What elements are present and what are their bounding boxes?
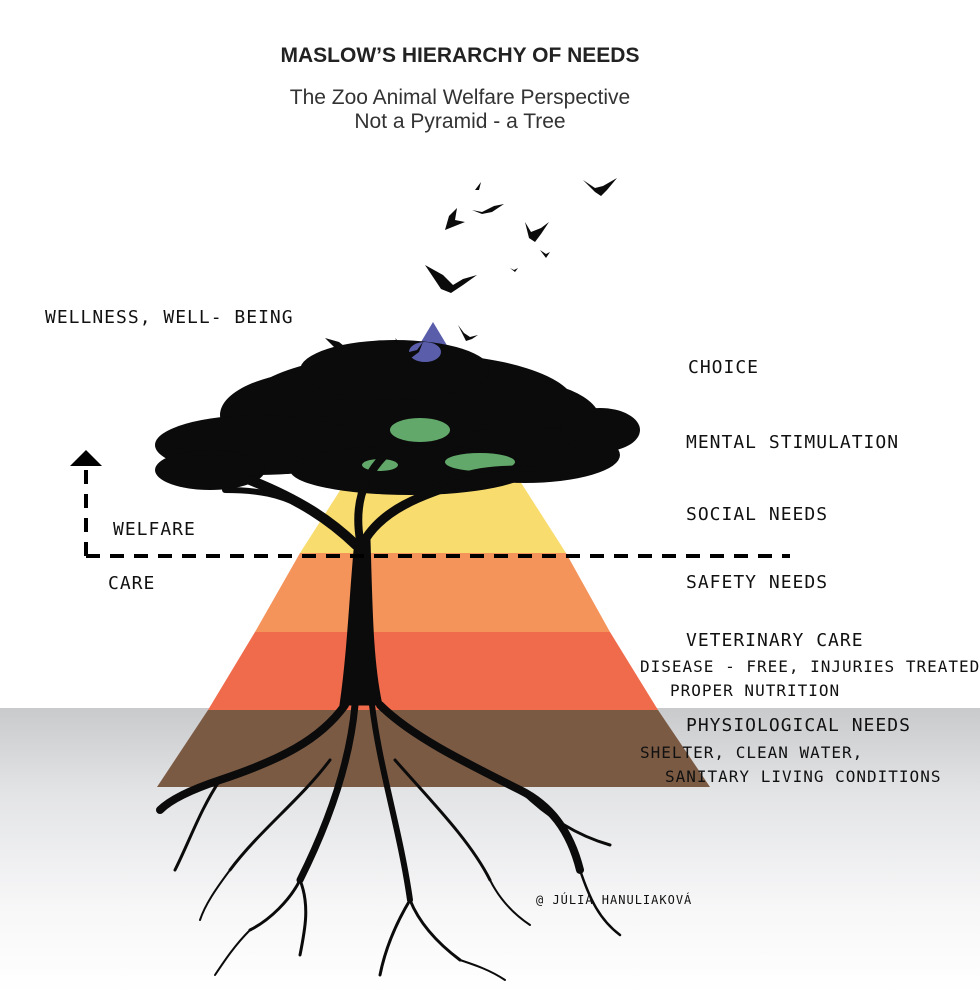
label-physiological-needs: PHYSIOLOGICAL NEEDS	[686, 715, 911, 736]
credit-text: @ JÚLIA HANULIAKOVÁ	[536, 893, 693, 907]
label-welfare: WELFARE	[113, 519, 196, 540]
label-vet-detail-1: DISEASE - FREE, INJURIES TREATED,	[640, 657, 980, 676]
diagram-subtitle-1: The Zoo Animal Welfare Perspective	[289, 86, 631, 109]
label-safety-needs: SAFETY NEEDS	[686, 572, 829, 593]
tree-trunk	[222, 451, 543, 706]
layer-safety-needs	[255, 553, 610, 632]
diagram-title: MASLOW’S HIERARCHY OF NEEDS	[280, 44, 640, 67]
label-phys-detail-1: SHELTER, CLEAN WATER,	[640, 743, 864, 762]
tree-canopy	[155, 340, 640, 495]
label-veterinary-care: VETERINARY CARE	[686, 630, 864, 651]
label-mental-stimulation: MENTAL STIMULATION	[686, 432, 900, 453]
label-wellness: WELLNESS, WELL- BEING	[45, 307, 294, 328]
birds	[325, 178, 617, 358]
layer-veterinary-care	[208, 632, 658, 710]
label-care: CARE	[108, 573, 156, 594]
diagram-subtitle-2: Not a Pyramid - a Tree	[354, 110, 566, 133]
label-phys-detail-2: SANITARY LIVING CONDITIONS	[665, 767, 942, 786]
tree-roots	[156, 701, 622, 981]
label-vet-detail-2: PROPER NUTRITION	[670, 681, 841, 700]
welfare-arrow-head	[70, 450, 102, 466]
label-social-needs: SOCIAL NEEDS	[686, 504, 829, 525]
label-choice: CHOICE	[688, 357, 760, 378]
welfare-care-divider	[84, 470, 790, 558]
